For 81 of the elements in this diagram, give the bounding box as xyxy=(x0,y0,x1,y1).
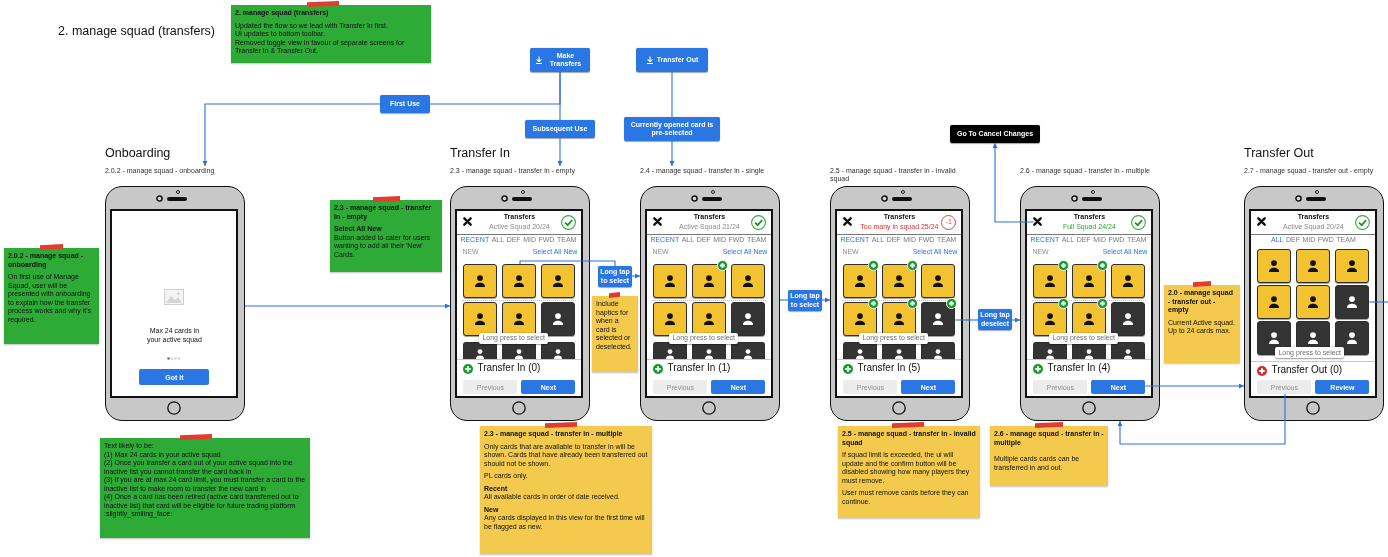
player-card xyxy=(653,264,688,298)
flow-arrow xyxy=(1011,317,1021,323)
connector-line xyxy=(954,319,979,321)
step-box xyxy=(380,95,430,113)
player-card xyxy=(921,342,956,359)
player-card xyxy=(653,302,688,336)
sticky-note xyxy=(4,248,99,344)
player-card xyxy=(1335,285,1370,319)
player-card xyxy=(692,302,727,336)
player-card xyxy=(692,264,727,298)
close-icon xyxy=(1033,217,1043,226)
flow-arrow xyxy=(821,297,831,303)
close-icon xyxy=(1257,217,1267,226)
step-box xyxy=(525,120,595,138)
player-card xyxy=(1257,249,1292,283)
sticky-note xyxy=(231,5,431,63)
player-card xyxy=(1072,264,1107,298)
player-card xyxy=(882,264,917,298)
player-card xyxy=(541,264,576,298)
step-box xyxy=(636,48,708,72)
player-card xyxy=(463,302,498,336)
flow-arrow xyxy=(1117,393,1286,445)
player-card xyxy=(1033,342,1068,359)
flow-arrow xyxy=(631,273,641,279)
close-icon xyxy=(653,217,663,226)
section-heading: Transfer In xyxy=(450,146,510,161)
player-card xyxy=(1111,264,1146,298)
toolbar-title: Transfer In (1) xyxy=(667,362,731,374)
connector-line xyxy=(779,299,789,301)
diagram-title: 2. manage squad (transfers) xyxy=(58,24,216,39)
sticky-note xyxy=(480,426,652,554)
toolbar-title: Transfer In (4) xyxy=(1047,362,1111,374)
connector-line xyxy=(559,71,561,121)
flow-arrow xyxy=(669,140,675,167)
section-heading: Onboarding xyxy=(105,146,171,161)
connector-line xyxy=(519,260,616,267)
connector-line xyxy=(1368,301,1388,303)
player-card xyxy=(1335,249,1370,283)
player-card xyxy=(1033,302,1068,336)
player-card xyxy=(843,342,878,359)
player-card xyxy=(502,264,537,298)
step-box xyxy=(530,48,590,72)
sticky-note xyxy=(990,426,1108,486)
player-card xyxy=(1111,302,1146,336)
player-card xyxy=(843,302,878,336)
flow-arrow xyxy=(1144,383,1245,389)
flow-arrow xyxy=(992,142,1034,223)
player-card xyxy=(921,264,956,298)
action-box xyxy=(950,125,1040,143)
player-card xyxy=(843,264,878,298)
player-card xyxy=(731,264,766,298)
player-card xyxy=(1296,285,1331,319)
player-card xyxy=(1257,285,1292,319)
player-card xyxy=(731,342,766,359)
player-card xyxy=(463,264,498,298)
player-card xyxy=(463,342,498,359)
player-card xyxy=(1033,264,1068,298)
section-heading: Transfer Out xyxy=(1244,146,1314,161)
player-card xyxy=(731,302,766,336)
close-icon xyxy=(463,217,473,226)
toolbar-title: Transfer In (0) xyxy=(477,362,541,374)
player-card xyxy=(653,342,688,359)
sticky-note xyxy=(1164,285,1240,363)
sticky-note xyxy=(592,296,638,372)
player-card xyxy=(541,342,576,359)
player-card xyxy=(1296,249,1331,283)
player-card xyxy=(1111,342,1146,359)
flow-arrow xyxy=(244,303,451,309)
sticky-note xyxy=(100,438,310,538)
flow-arrow xyxy=(557,137,563,167)
connector-line xyxy=(671,71,673,118)
player-card xyxy=(541,302,576,336)
sticky-note xyxy=(838,426,980,518)
player-card xyxy=(502,302,537,336)
step-box xyxy=(624,117,720,141)
close-icon xyxy=(843,217,853,226)
toolbar-title: Transfer In (5) xyxy=(857,362,921,374)
flow-arrow xyxy=(202,103,381,167)
player-card xyxy=(921,302,956,336)
sticky-note xyxy=(330,200,442,272)
toolbar-title: Transfer Out (0) xyxy=(1271,364,1343,376)
